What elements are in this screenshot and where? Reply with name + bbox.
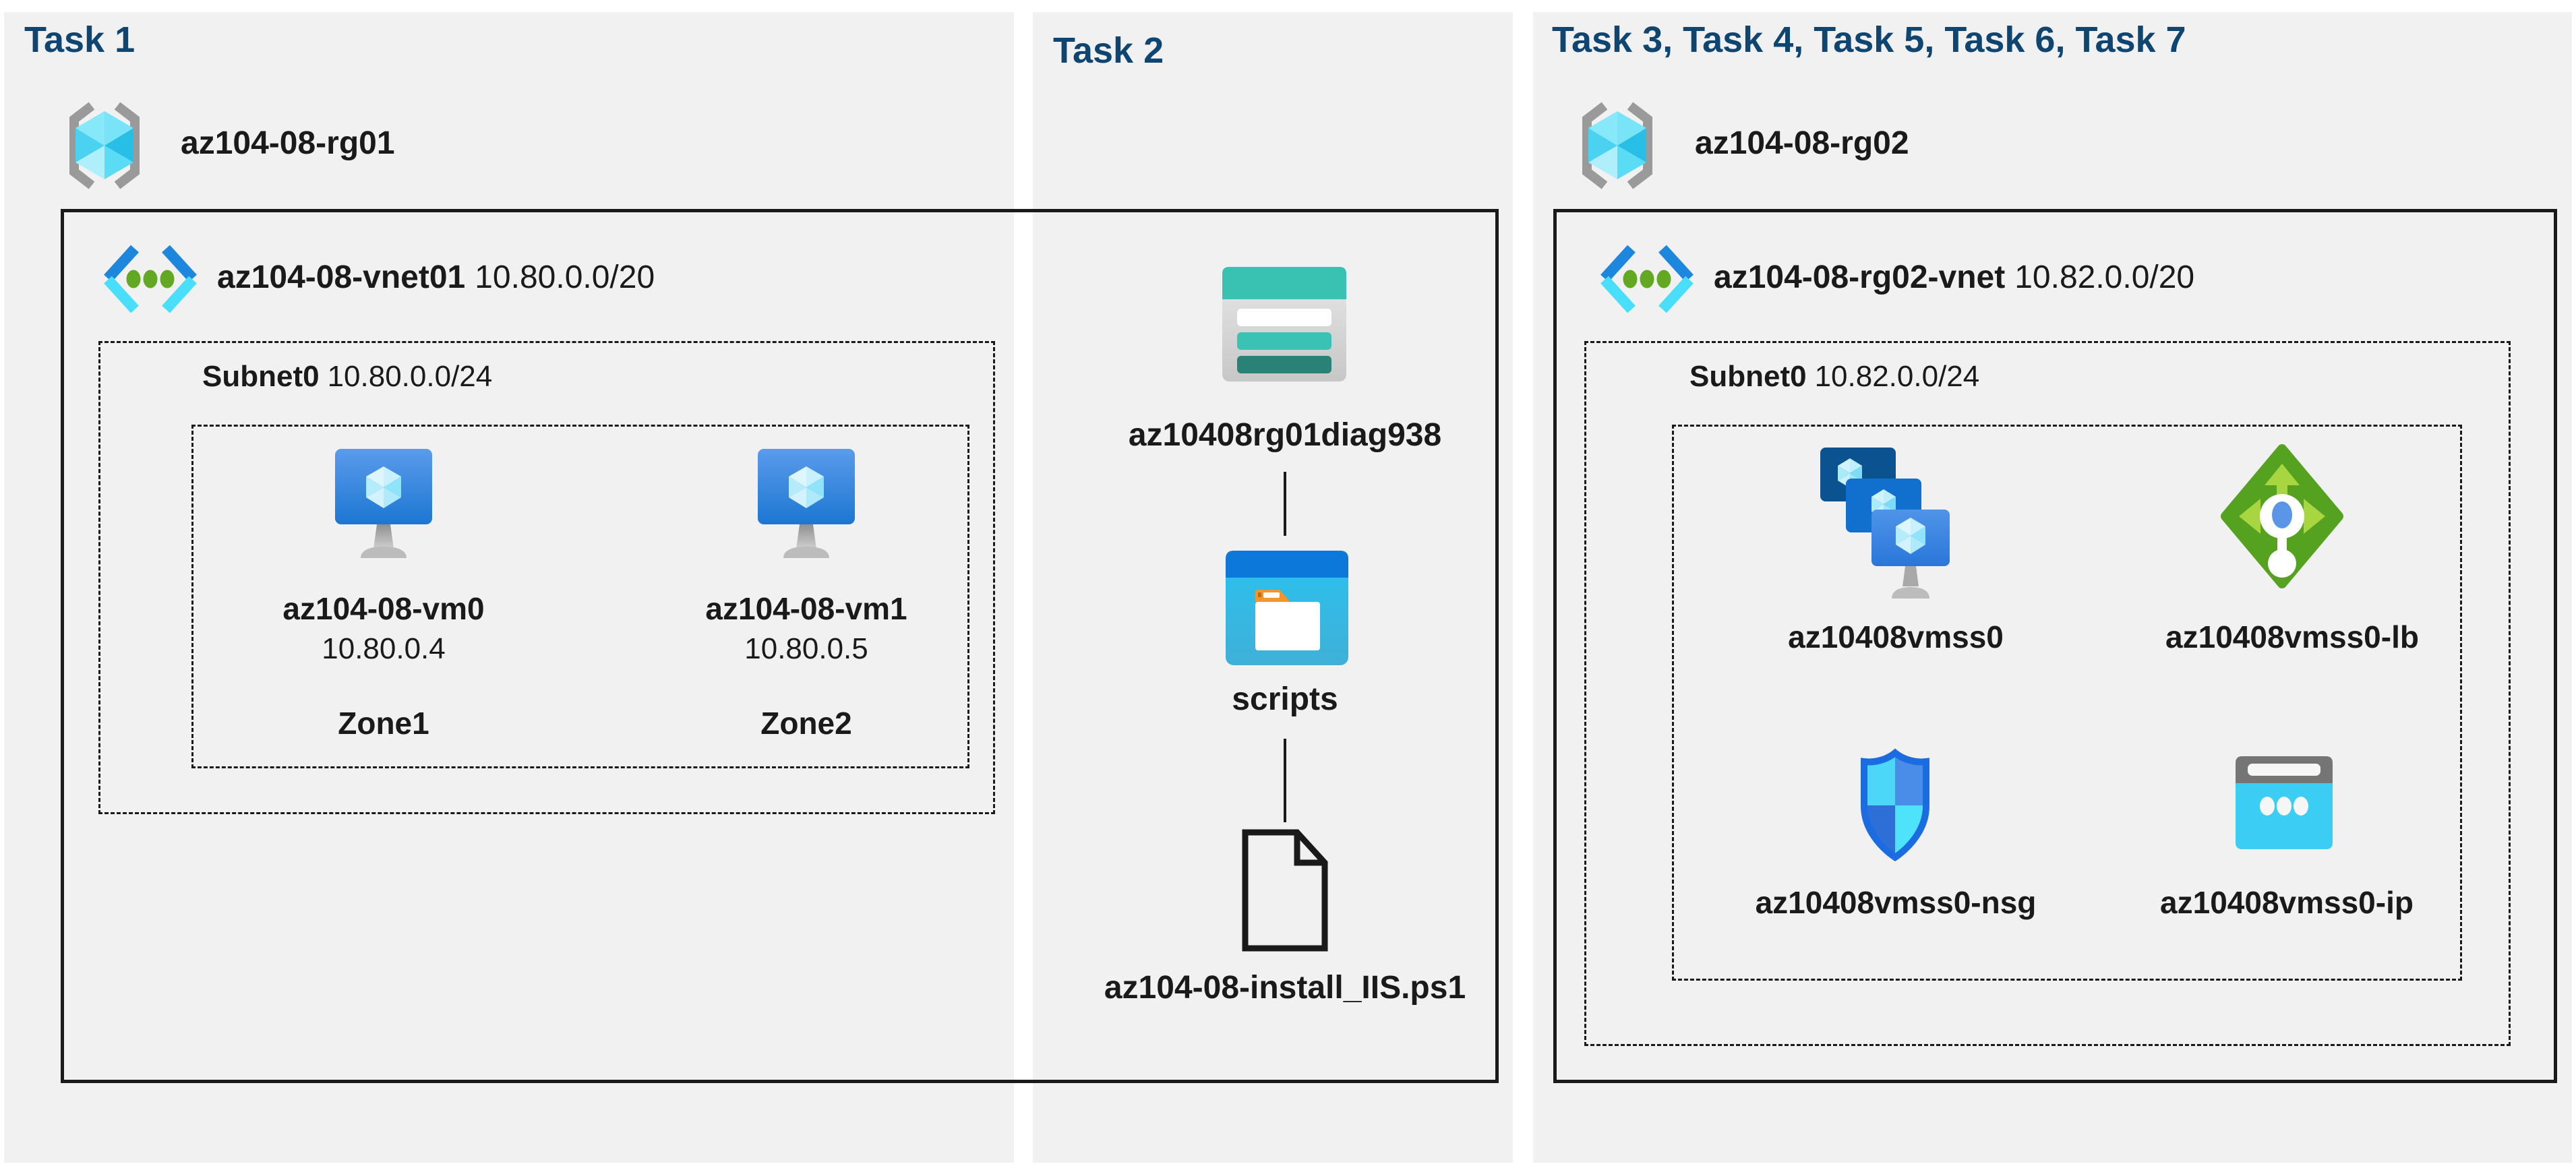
task2-title: Task 2 xyxy=(1053,30,1164,71)
vnet-name: az104-08-rg02-vnet xyxy=(1714,259,2006,295)
load-balancer-icon xyxy=(2221,444,2343,588)
vmss-name: az10408vmss0 xyxy=(1788,619,2004,654)
vnet-cidr: 10.80.0.0/20 xyxy=(475,259,655,295)
subnet-cidr: 10.80.0.0/24 xyxy=(327,360,493,393)
virtual-network-icon xyxy=(104,245,197,313)
nsg-name: az10408vmss0-nsg xyxy=(1755,885,2037,920)
subnet-cidr: 10.82.0.0/24 xyxy=(1814,360,1980,393)
subnet0-box xyxy=(98,341,995,814)
container-name: scripts xyxy=(1232,681,1338,717)
public-ip-name: az10408vmss0-ip xyxy=(2160,885,2414,920)
vmss-resources-box xyxy=(1672,425,2462,981)
vm0-zone: Zone1 xyxy=(338,706,429,741)
subnet0-box xyxy=(1584,341,2511,1046)
blob-container-icon xyxy=(1226,551,1348,665)
virtual-machine-icon xyxy=(758,449,855,558)
connector-storage-to-container xyxy=(1284,472,1286,536)
vnet02-boundary-box xyxy=(1553,209,2557,1083)
resource-group-icon xyxy=(1582,102,1652,189)
resource-group-name: az104-08-rg01 xyxy=(181,125,395,161)
subnet-name: Subnet0 xyxy=(1689,360,1807,393)
vm0-ip: 10.80.0.4 xyxy=(322,632,446,665)
script-file-name: az104-08-install_IIS.ps1 xyxy=(1104,970,1466,1006)
vm-scale-set-icon xyxy=(1820,448,1950,599)
virtual-network-icon xyxy=(1600,245,1694,313)
vm1-zone: Zone2 xyxy=(760,706,852,741)
network-security-group-icon xyxy=(1861,748,1929,862)
public-ip-icon xyxy=(2236,756,2333,849)
load-balancer-name: az10408vmss0-lb xyxy=(2165,619,2419,654)
vm1-ip: 10.80.0.5 xyxy=(744,632,868,665)
vm1-name: az104-08-vm1 xyxy=(705,591,907,626)
subnet-name: Subnet0 xyxy=(202,360,320,393)
storage-account-icon xyxy=(1222,267,1346,381)
vnet-cidr: 10.82.0.0/20 xyxy=(2014,259,2195,295)
vnet-name: az104-08-vnet01 xyxy=(217,259,466,295)
virtual-machine-icon xyxy=(335,449,432,558)
panel-task3 xyxy=(1533,12,2572,1163)
resource-group-name: az104-08-rg02 xyxy=(1695,125,1909,161)
script-file-icon xyxy=(1242,829,1328,952)
resource-group-icon xyxy=(69,102,140,189)
storage-account-name: az10408rg01diag938 xyxy=(1128,417,1442,453)
availability-zones-box xyxy=(191,425,969,768)
task1-title: Task 1 xyxy=(24,20,136,60)
panel-task1 xyxy=(4,12,1014,1163)
vm0-name: az104-08-vm0 xyxy=(282,591,485,626)
vnet01-boundary-box xyxy=(61,209,1499,1083)
connector-container-to-file xyxy=(1284,739,1286,822)
task3-title: Task 3, Task 4, Task 5, Task 6, Task 7 xyxy=(1552,20,2186,60)
